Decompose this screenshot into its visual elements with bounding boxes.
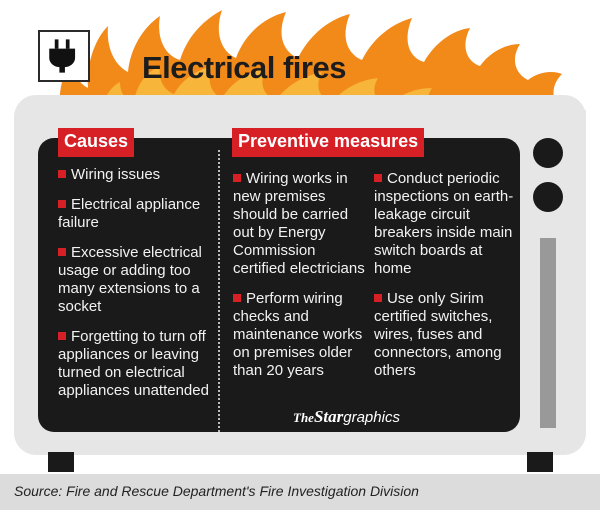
list-item: Electrical appliance failure bbox=[58, 196, 210, 232]
oven-foot-left bbox=[48, 452, 74, 472]
list-item-text: Wiring issues bbox=[71, 166, 161, 183]
bullet-icon bbox=[58, 170, 66, 178]
page-title: Electrical fires bbox=[142, 50, 346, 85]
oven-foot-right bbox=[527, 452, 553, 472]
measures-heading: Preventive measures bbox=[232, 128, 425, 157]
bullet-icon bbox=[58, 200, 66, 208]
oven-slot bbox=[540, 238, 556, 428]
bullet-icon bbox=[58, 332, 66, 340]
logo-the: The bbox=[293, 410, 314, 425]
logo-graphics: graphics bbox=[343, 409, 400, 426]
bullet-icon bbox=[233, 294, 241, 302]
knob-bottom bbox=[533, 182, 563, 212]
column-divider bbox=[218, 150, 220, 432]
plug-icon bbox=[38, 30, 90, 82]
list-item-text: Excessive electrical usage or adding too… bbox=[58, 244, 202, 315]
measures-list-left: Wiring works in new premises should be c… bbox=[233, 170, 369, 392]
thestar-graphics-logo: TheStargraphics bbox=[293, 408, 400, 425]
list-item-text: Perform wiring checks and maintenance wo… bbox=[233, 290, 363, 379]
list-item: Wiring works in new premises should be c… bbox=[233, 170, 369, 278]
list-item-text: Conduct periodic inspections on earth-le… bbox=[374, 170, 514, 277]
source-caption: Source: Fire and Rescue Department's Fir… bbox=[0, 474, 600, 510]
list-item-text: Use only Sirim certified switches, wires… bbox=[374, 290, 502, 379]
bullet-icon bbox=[58, 248, 66, 256]
list-item-text: Electrical appliance failure bbox=[58, 196, 201, 231]
measures-list-right: Conduct periodic inspections on earth-le… bbox=[374, 170, 514, 392]
causes-list: Wiring issues Electrical appliance failu… bbox=[58, 166, 210, 412]
list-item-text: Wiring works in new premises should be c… bbox=[233, 170, 365, 277]
list-item: Use only Sirim certified switches, wires… bbox=[374, 290, 514, 380]
oven-screen bbox=[38, 138, 520, 432]
list-item: Forgetting to turn off appliances or lea… bbox=[58, 328, 210, 400]
list-item: Conduct periodic inspections on earth-le… bbox=[374, 170, 514, 278]
bullet-icon bbox=[374, 174, 382, 182]
list-item: Perform wiring checks and maintenance wo… bbox=[233, 290, 369, 380]
bullet-icon bbox=[374, 294, 382, 302]
list-item: Wiring issues bbox=[58, 166, 210, 184]
bullet-icon bbox=[233, 174, 241, 182]
causes-heading: Causes bbox=[58, 128, 135, 157]
knob-top bbox=[533, 138, 563, 168]
list-item-text: Forgetting to turn off appliances or lea… bbox=[58, 328, 209, 399]
logo-star: Star bbox=[313, 407, 344, 426]
list-item: Excessive electrical usage or adding too… bbox=[58, 244, 210, 316]
